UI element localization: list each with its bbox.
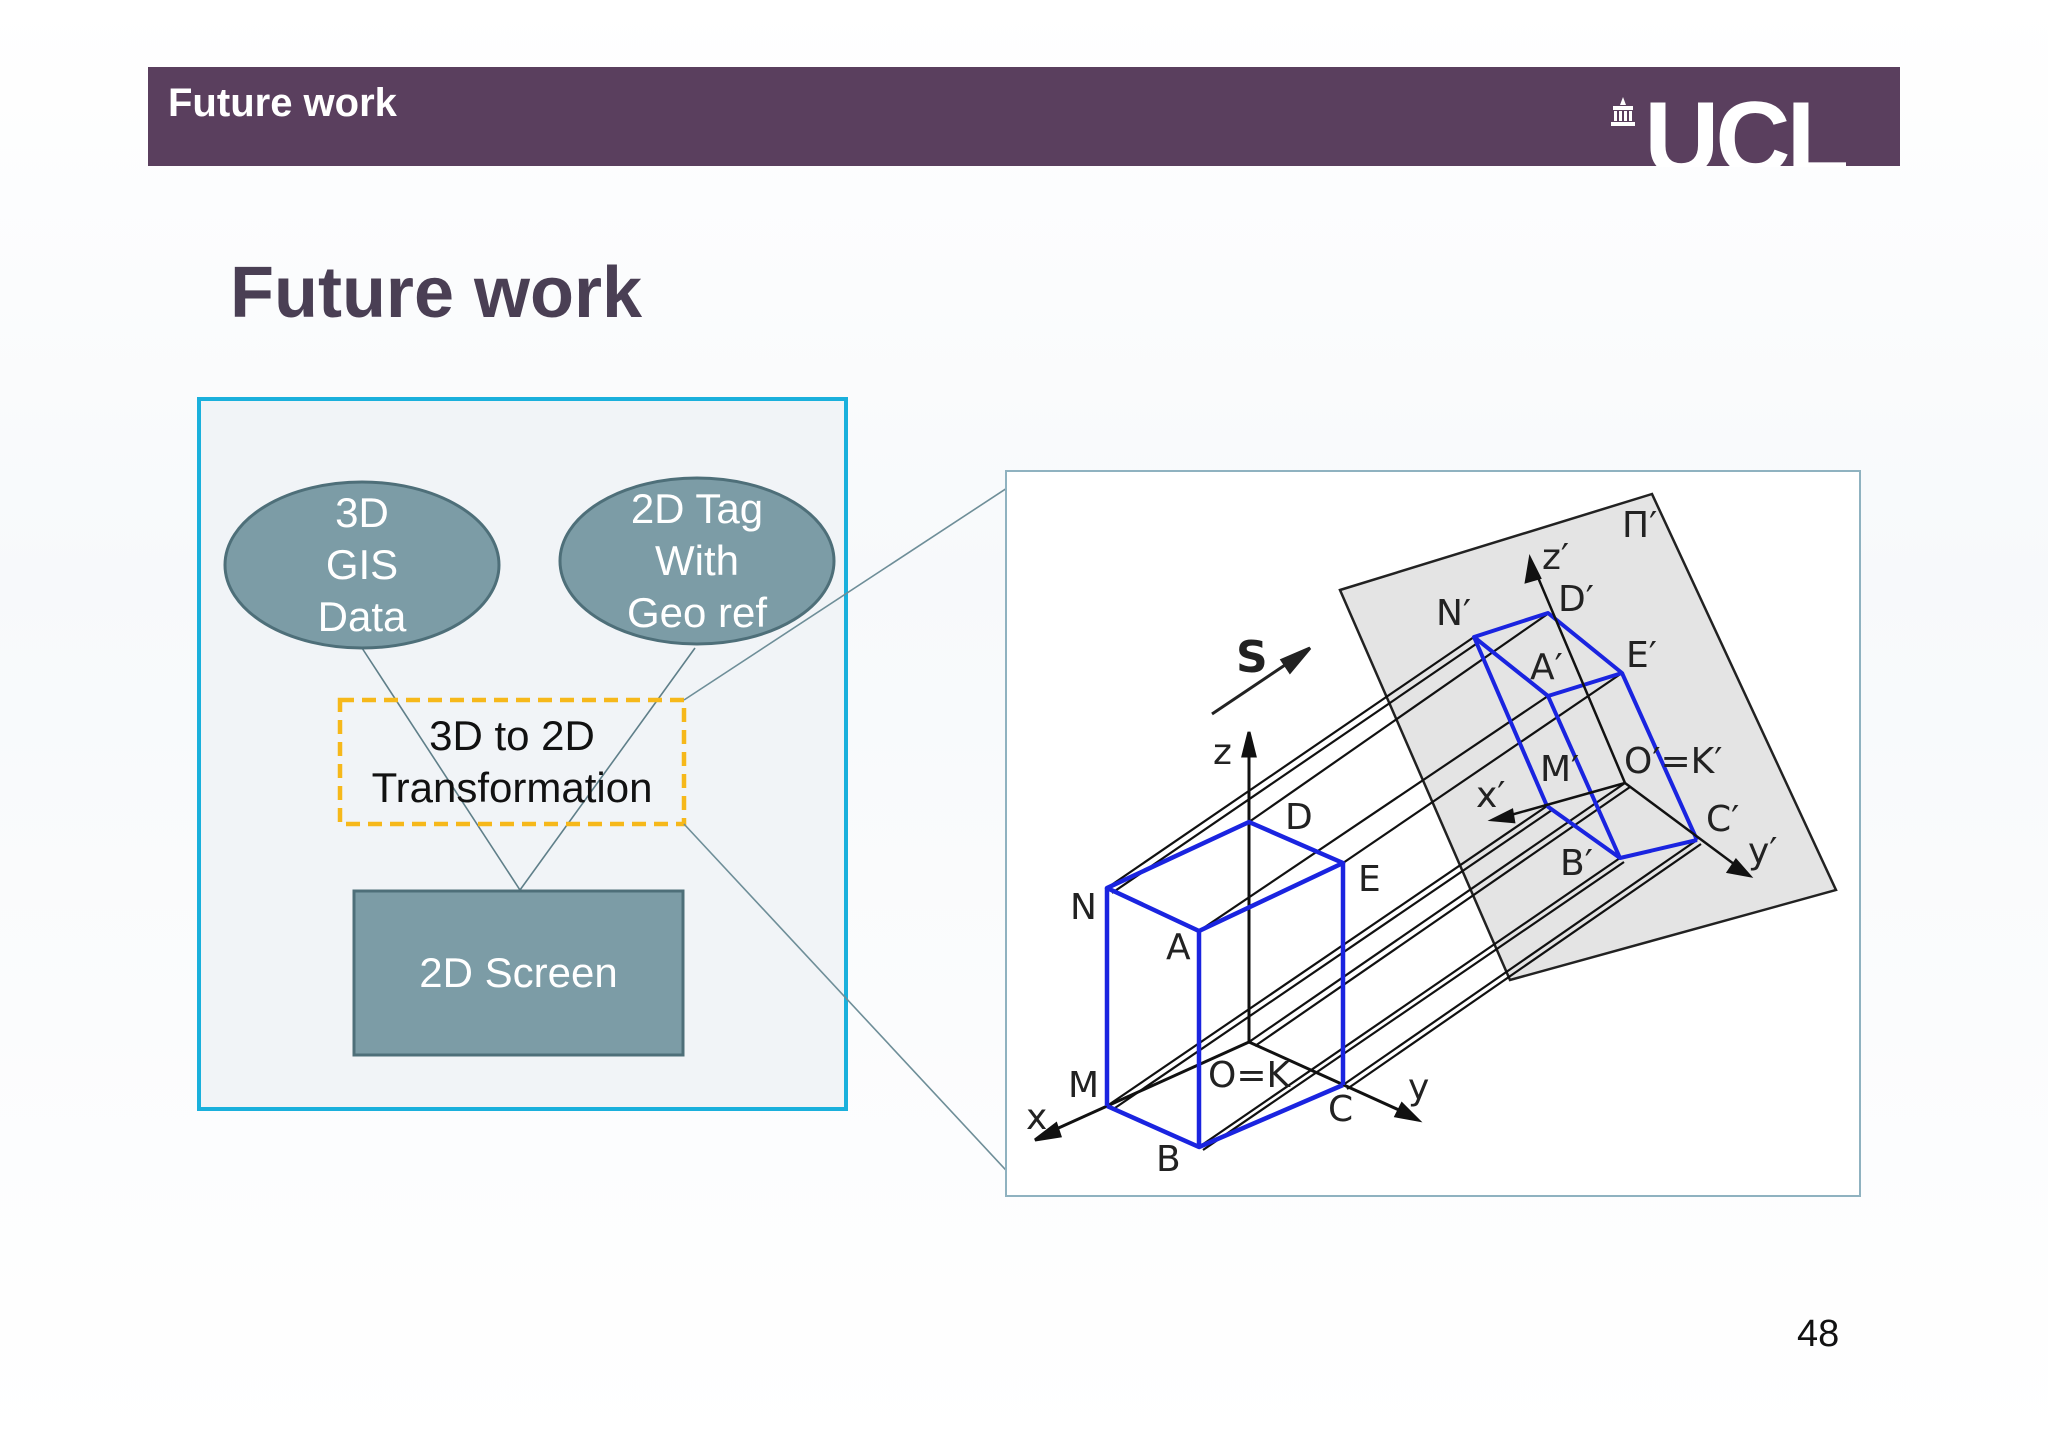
vertex-label-d: D (1285, 797, 1313, 838)
axis-label-x-prime: x′ (1476, 775, 1506, 816)
header-bar: Future work UCL (148, 67, 1900, 167)
axis-label-x: x (1026, 1097, 1048, 1138)
page-number: 48 (1797, 1313, 1840, 1355)
projection-plane (1338, 492, 1838, 982)
vertex-label-b-prime: B′ (1560, 843, 1593, 884)
connector-gis-screen (361, 647, 521, 891)
ucl-logo: UCL (1610, 85, 1846, 167)
gis-data-label: 3D GIS Data (317, 489, 407, 640)
origin-prime-label: O′=K′ (1624, 741, 1723, 782)
vertex-label-a-prime: A′ (1530, 647, 1563, 688)
axis-label-y-prime: y′ (1748, 831, 1778, 872)
vertex-label-e-prime: E′ (1626, 635, 1657, 676)
axis-label-z-prime: z′ (1542, 537, 1570, 578)
projected-axes (1487, 554, 1754, 878)
ucl-logo-text: UCL (1644, 85, 1846, 167)
transformation-label: 3D to 2D Transformation (371, 712, 653, 811)
vertex-label-c: C (1328, 1089, 1354, 1130)
origin-label: O=K (1208, 1055, 1291, 1096)
vertex-label-m: M (1068, 1065, 1100, 1106)
vertex-label-d-prime: D′ (1558, 579, 1594, 620)
connector-tag-screen (519, 647, 696, 891)
axis-label-z: z (1213, 732, 1232, 773)
vertex-label-a: A (1166, 927, 1191, 968)
slide-title: Future work (230, 253, 643, 333)
vertex-label-e: E (1358, 859, 1381, 900)
vertex-label-b: B (1156, 1139, 1181, 1180)
transformation-box (337, 697, 687, 827)
vertex-label-m-prime: M′ (1540, 749, 1580, 790)
direction-label-s: S (1236, 632, 1268, 683)
projected-box (1472, 611, 1699, 860)
portico-icon (1611, 97, 1636, 126)
projector-rays (1106, 612, 1702, 1151)
geo-tag-node (558, 476, 836, 646)
vertex-label-n: N (1070, 887, 1097, 928)
plane-label: Π′ (1622, 505, 1658, 546)
vertex-label-c-prime: C′ (1706, 799, 1740, 840)
vertex-label-n-prime: N′ (1436, 593, 1472, 634)
object-box (1104, 819, 1346, 1150)
axis-label-y: y (1408, 1067, 1430, 1108)
projection-direction-arrow (1211, 646, 1312, 716)
screen-node (352, 889, 685, 1057)
geo-tag-label: 2D Tag With Geo ref (626, 485, 768, 636)
zoom-line-top (683, 470, 1034, 701)
gis-data-node (223, 480, 501, 650)
header-title: Future work (168, 81, 397, 125)
screen-label: 2D Screen (419, 949, 618, 996)
zoom-line-bottom (683, 823, 1031, 1197)
